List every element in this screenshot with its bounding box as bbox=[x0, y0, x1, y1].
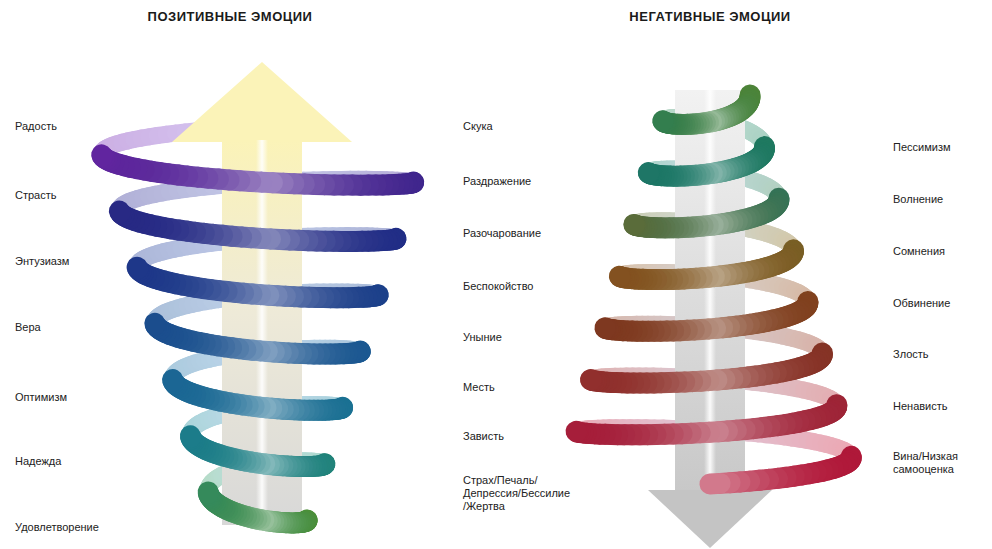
up-arrow bbox=[172, 62, 352, 525]
ribbon-back bbox=[567, 422, 585, 439]
ribbon-front bbox=[594, 317, 616, 338]
ribbon-front bbox=[638, 163, 660, 184]
ribbon-front bbox=[605, 318, 606, 339]
emotion-label: Зависть bbox=[463, 430, 504, 443]
ribbon-back bbox=[640, 163, 657, 180]
emotion-label: Обвинение bbox=[893, 297, 950, 310]
ribbon-back bbox=[625, 215, 642, 232]
emotion-label: Энтузиазм bbox=[15, 255, 69, 268]
emotion-label: Ненависть bbox=[893, 400, 948, 413]
ribbon-front bbox=[654, 112, 676, 133]
ribbon-front bbox=[624, 214, 646, 235]
emotion-label: Скука bbox=[463, 120, 493, 133]
ribbon-front bbox=[198, 492, 219, 494]
ribbon-front bbox=[591, 370, 592, 391]
ribbon-back bbox=[640, 164, 657, 181]
ribbon-front bbox=[638, 162, 659, 183]
emotion-label: Вера bbox=[15, 321, 41, 334]
ribbon-front bbox=[580, 369, 602, 390]
ribbon-back bbox=[596, 319, 613, 336]
section-heading: ПОЗИТИВНЫЕ ЭМОЦИИ bbox=[148, 10, 313, 23]
emotion-label: Удовлетворение bbox=[15, 521, 99, 534]
ribbon-back bbox=[654, 112, 671, 129]
ribbon-back bbox=[655, 110, 673, 127]
ribbon-front bbox=[639, 163, 661, 184]
ribbon-front bbox=[127, 267, 149, 269]
ribbon-back bbox=[625, 215, 642, 232]
ribbon-front bbox=[609, 266, 630, 287]
ribbon-front bbox=[109, 211, 131, 213]
ribbon-back bbox=[611, 267, 628, 284]
spiral-front bbox=[576, 95, 851, 484]
emotion-label: Пессимизм bbox=[893, 141, 950, 154]
emotion-label: Злость bbox=[893, 348, 929, 361]
emotion-label: Страх/Печаль/ Депрессия/Бессилие /Жертва bbox=[463, 474, 573, 513]
emotion-label: Вина/Низкая самооценка bbox=[893, 450, 985, 476]
ribbon-back bbox=[611, 266, 629, 283]
section-heading: НЕГАТИВНЫЕ ЭМОЦИИ bbox=[629, 10, 790, 23]
emotion-label: Сомнения bbox=[893, 245, 945, 258]
ribbon-front bbox=[652, 110, 673, 131]
ribbon-front bbox=[91, 155, 113, 157]
ribbon-front bbox=[180, 436, 201, 438]
ribbon-back bbox=[641, 163, 659, 180]
ribbon-front bbox=[653, 111, 675, 132]
emotion-label: Оптимизм bbox=[15, 391, 67, 404]
ribbon-back bbox=[576, 422, 577, 439]
ribbon-front bbox=[566, 421, 588, 442]
ribbon-back bbox=[611, 267, 628, 284]
emotion-label: Разочарование bbox=[463, 227, 541, 240]
ribbon-back bbox=[654, 111, 671, 128]
emotion-label: Уныние bbox=[463, 331, 502, 344]
emotion-label: Радость bbox=[15, 120, 57, 133]
emotion-label: Страсть bbox=[15, 189, 57, 202]
emotion-label: Беспокойство bbox=[463, 280, 534, 293]
ribbon-front bbox=[653, 111, 675, 132]
spiral-front bbox=[102, 155, 414, 523]
ribbon-back bbox=[597, 318, 615, 335]
ribbon-back bbox=[596, 319, 613, 336]
ribbon-back bbox=[640, 163, 658, 180]
emotion-label: Месть bbox=[463, 381, 495, 394]
ribbon-front bbox=[710, 473, 720, 495]
ribbon-back bbox=[582, 371, 599, 388]
ribbon-back bbox=[582, 370, 599, 387]
ribbon-back bbox=[626, 215, 644, 232]
ribbon-back bbox=[567, 422, 584, 439]
ribbon-front bbox=[144, 323, 166, 325]
down-arrow bbox=[648, 90, 772, 548]
emotion-label: Надежда bbox=[15, 455, 61, 468]
ribbon-front bbox=[577, 421, 578, 442]
emotion-label: Раздражение bbox=[463, 175, 531, 188]
emotion-label: Волнение bbox=[893, 193, 943, 206]
ribbon-front bbox=[162, 380, 183, 382]
ribbon-front bbox=[623, 214, 644, 235]
ribbon-back bbox=[654, 112, 671, 129]
ribbon-back bbox=[635, 214, 636, 231]
ribbon-front bbox=[609, 266, 631, 287]
ribbon-back bbox=[655, 111, 673, 128]
ribbon-back bbox=[591, 370, 592, 387]
